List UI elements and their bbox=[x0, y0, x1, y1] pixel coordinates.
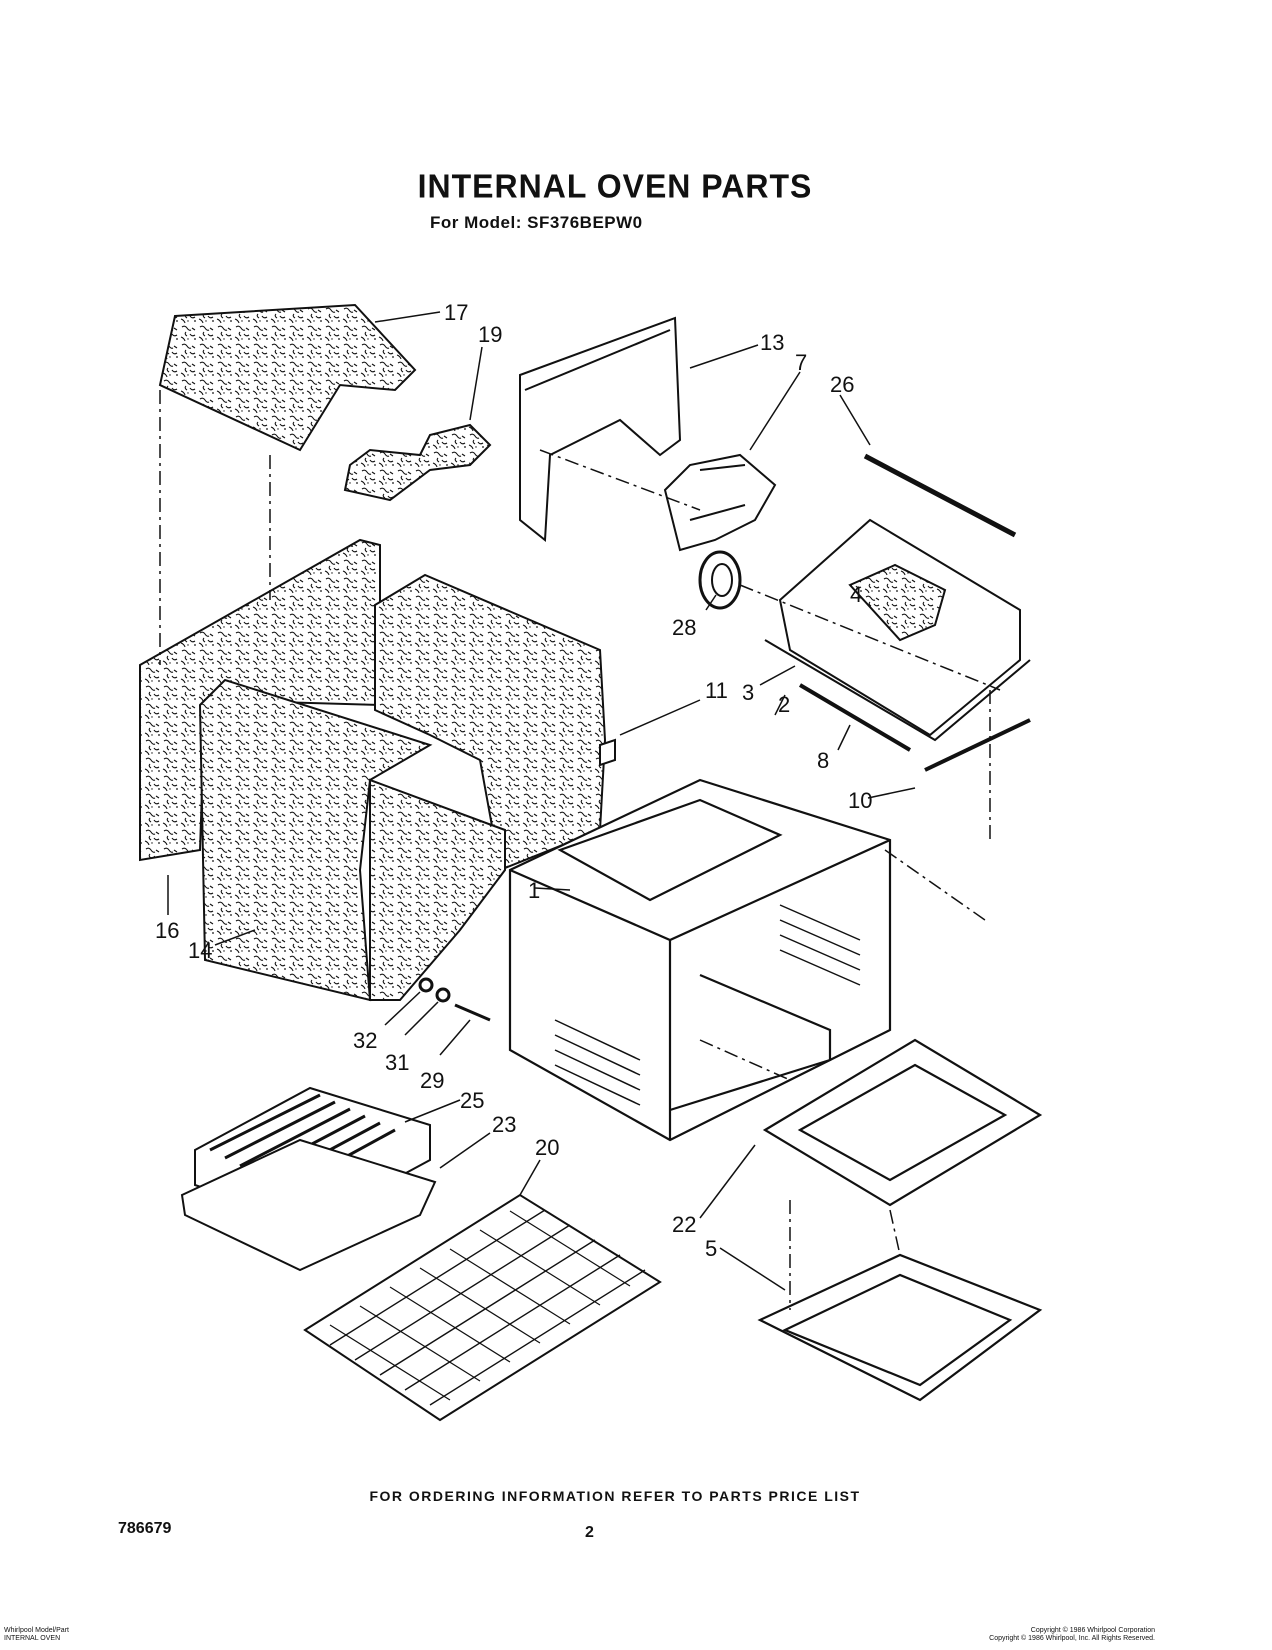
callout-5: 5 bbox=[705, 1236, 717, 1261]
callout-1: 1 bbox=[528, 878, 540, 903]
page-title: INTERNAL OVEN PARTS bbox=[417, 167, 813, 205]
fine-print-left-line: INTERNAL OVEN bbox=[4, 1635, 61, 1642]
fine-print-left-line: Whirlpool Model/Part bbox=[4, 1627, 69, 1634]
alignment-lines bbox=[159, 390, 1001, 1310]
callout-22: 22 bbox=[672, 1212, 696, 1237]
callout-17: 17 bbox=[444, 300, 468, 325]
callout-4: 4 bbox=[850, 582, 862, 607]
part-11-bracket bbox=[599, 738, 616, 767]
part-5-drip-tray bbox=[757, 1253, 1043, 1402]
page-number: 2 bbox=[585, 1524, 594, 1541]
callout-28: 28 bbox=[672, 615, 696, 640]
callout-3: 3 bbox=[742, 680, 754, 705]
part-19-insulation-pad bbox=[343, 423, 492, 502]
part-2-oven-liner bbox=[508, 778, 892, 1142]
part-20-oven-rack bbox=[303, 1193, 662, 1422]
model-subtitle: For Model: SF376BEPW0 bbox=[430, 213, 643, 232]
callout-20: 20 bbox=[535, 1135, 559, 1160]
callout-26: 26 bbox=[830, 372, 854, 397]
part-13-back-panel bbox=[519, 316, 682, 542]
callout-23: 23 bbox=[492, 1112, 516, 1137]
fine-print-right-line: Copyright © 1986 Whirlpool Corporation bbox=[1030, 1627, 1155, 1634]
fine-print-right-line: Copyright © 1986 Whirlpool, Inc. All Rig… bbox=[989, 1635, 1155, 1642]
part-10-strip bbox=[924, 718, 1031, 772]
callout-29: 29 bbox=[420, 1068, 444, 1093]
fine-print-left: Whirlpool Model/Part INTERNAL OVEN bbox=[4, 1627, 69, 1643]
part-28-ring bbox=[698, 550, 742, 610]
part-17-top-insulation bbox=[158, 303, 417, 452]
part-32-nut bbox=[418, 977, 434, 993]
part-31-washer bbox=[435, 987, 451, 1003]
part-3-baffle bbox=[764, 518, 1031, 742]
part-14-wrap-insulation bbox=[198, 678, 506, 1002]
ordering-note: FOR ORDERING INFORMATION REFER TO PARTS … bbox=[369, 1488, 861, 1504]
callout-16: 16 bbox=[155, 918, 179, 943]
part-29-screw bbox=[454, 1003, 491, 1022]
callout-13: 13 bbox=[760, 330, 784, 355]
callout-25: 25 bbox=[460, 1088, 484, 1113]
callout-7: 7 bbox=[795, 350, 807, 375]
callout-arrows bbox=[167, 311, 916, 1291]
callout-2: 2 bbox=[778, 692, 790, 717]
callout-31: 31 bbox=[385, 1050, 409, 1075]
part-7-duct bbox=[663, 453, 777, 552]
callout-10: 10 bbox=[848, 788, 872, 813]
callout-19: 19 bbox=[478, 322, 502, 347]
callout-14: 14 bbox=[188, 938, 212, 963]
part-26-strip bbox=[863, 453, 1017, 538]
callout-32: 32 bbox=[353, 1028, 377, 1053]
part-22-bottom-panel bbox=[762, 1038, 1043, 1207]
part-8-strip bbox=[798, 683, 912, 752]
callout-11: 11 bbox=[705, 678, 728, 703]
callout-8: 8 bbox=[817, 748, 829, 773]
part-23-broiler-pan bbox=[180, 1138, 437, 1272]
part-28-ring-inner bbox=[711, 563, 733, 597]
fine-print-right: Copyright © 1986 Whirlpool Corporation C… bbox=[975, 1627, 1155, 1643]
document-number: 786679 bbox=[118, 1520, 172, 1537]
